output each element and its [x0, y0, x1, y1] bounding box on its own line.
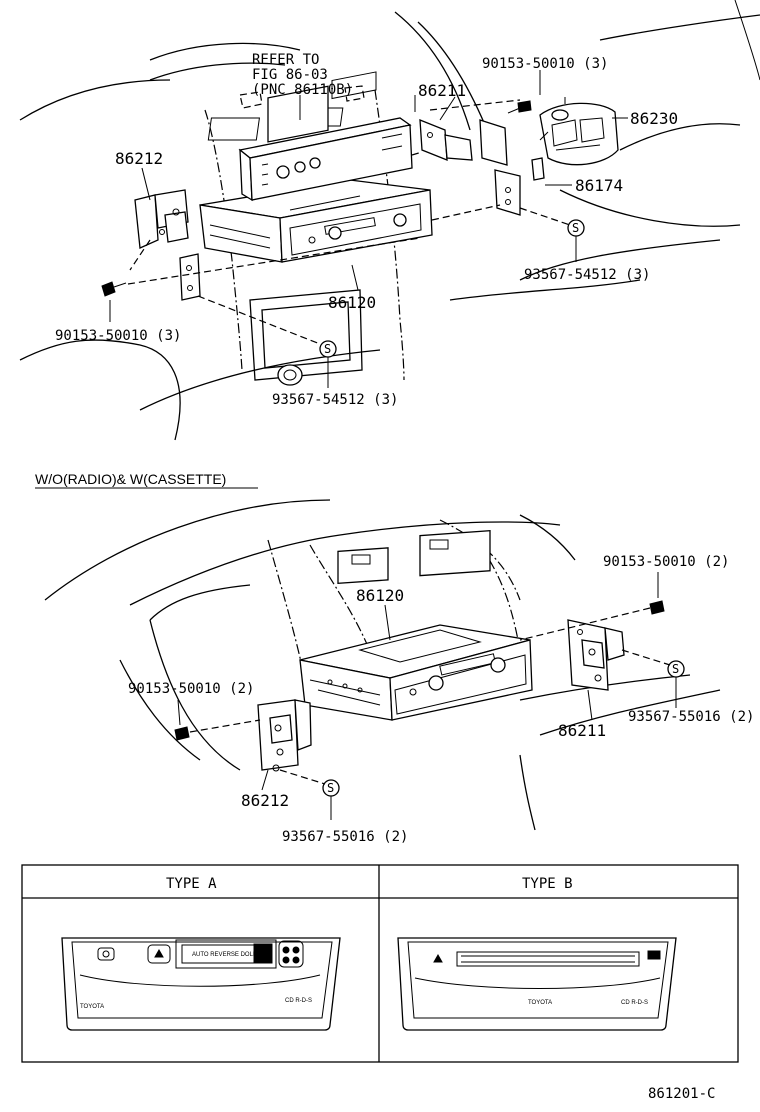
label-86212-top: 86212 [115, 149, 163, 168]
switch-86230 [539, 102, 619, 166]
radio-unit-bottom [299, 624, 533, 721]
bracket-86211-bottom [567, 619, 625, 691]
clip-86174 [531, 157, 545, 181]
label-screw-top-bottom: 93567-54512 (3) [272, 392, 398, 408]
screw-marker-bottom-label: S [324, 342, 331, 356]
screw-marker-right: S [567, 219, 585, 237]
bolt-top-left [101, 281, 127, 297]
bolt-bottom-left [174, 726, 190, 741]
label-86230: 86230 [630, 109, 678, 128]
type-b-brand: TOYOTA [528, 1000, 552, 1006]
refer-note-line-2: FIG 86-03 [252, 67, 328, 83]
label-86120-bottom: 86120 [356, 586, 404, 605]
label-screw-bottom-right: 93567-55016 (2) [628, 709, 754, 725]
label-bolt-top-right: 90153-50010 (3) [482, 56, 608, 72]
type-a-brand: TOYOTA [80, 1004, 104, 1010]
label-86174: 86174 [575, 176, 623, 195]
type-b-header: TYPE B [522, 876, 573, 892]
type-a-eject-button [147, 944, 171, 964]
type-b-logo: CD R-D-S [621, 1000, 648, 1006]
screw-marker-bottom-right-label: S [672, 662, 679, 676]
type-a-power-button [97, 947, 115, 961]
type-table: TYPE A TYPE B AUTO REVERSE DOLBY TOYOTA … [21, 864, 739, 1063]
bolt-bottom-right [649, 600, 665, 615]
type-a-panel: AUTO REVERSE DOLBY TOYOTA CD R-D-S [61, 937, 341, 1031]
label-86211-bottom: 86211 [558, 721, 606, 740]
label-screw-bottom-left: 93567-55016 (2) [282, 829, 408, 845]
figure-number: 861201-C [648, 1086, 715, 1102]
screw-marker-right-label: S [572, 221, 579, 235]
top-exploded-view: S S REFER TO FIG 86-03 (PNC 86110B) 9015… [19, 0, 760, 441]
bracket-86211-top [419, 119, 521, 216]
screw-marker-bottom-left: S [322, 779, 340, 797]
label-bolt-bottom-left: 90153-50010 (2) [128, 681, 254, 697]
label-bolt-top-left: 90153-50010 (3) [55, 328, 181, 344]
screw-marker-bottom: S [319, 340, 337, 358]
label-86211-top: 86211 [418, 81, 466, 100]
type-a-header: TYPE A [166, 876, 217, 892]
refer-note-line-1: REFER TO [252, 52, 319, 68]
type-b-panel: TOYOTA CD R-D-S [397, 937, 677, 1031]
label-86120-top: 86120 [328, 293, 376, 312]
bolt-top-right [507, 100, 532, 114]
label-screw-top-right: 93567-54512 (3) [524, 267, 650, 283]
type-a-logo: CD R-D-S [285, 998, 312, 1004]
screw-marker-bottom-right: S [667, 660, 685, 678]
bracket-86212-bottom [257, 699, 312, 772]
refer-note-line-3: (PNC 86110B) [252, 82, 353, 98]
bottom-section-title: W/O(RADIO)& W(CASSETTE) [35, 471, 226, 487]
radio-unit-top [199, 71, 433, 263]
type-a-display-text: AUTO REVERSE DOLBY [192, 952, 261, 958]
bracket-86212-top [134, 189, 201, 301]
screw-marker-bottom-left-label: S [327, 781, 334, 795]
bottom-exploded-view: W/O(RADIO)& W(CASSETTE) [35, 471, 754, 845]
label-bolt-bottom-right: 90153-50010 (2) [603, 554, 729, 570]
label-86212-bottom: 86212 [241, 791, 289, 810]
